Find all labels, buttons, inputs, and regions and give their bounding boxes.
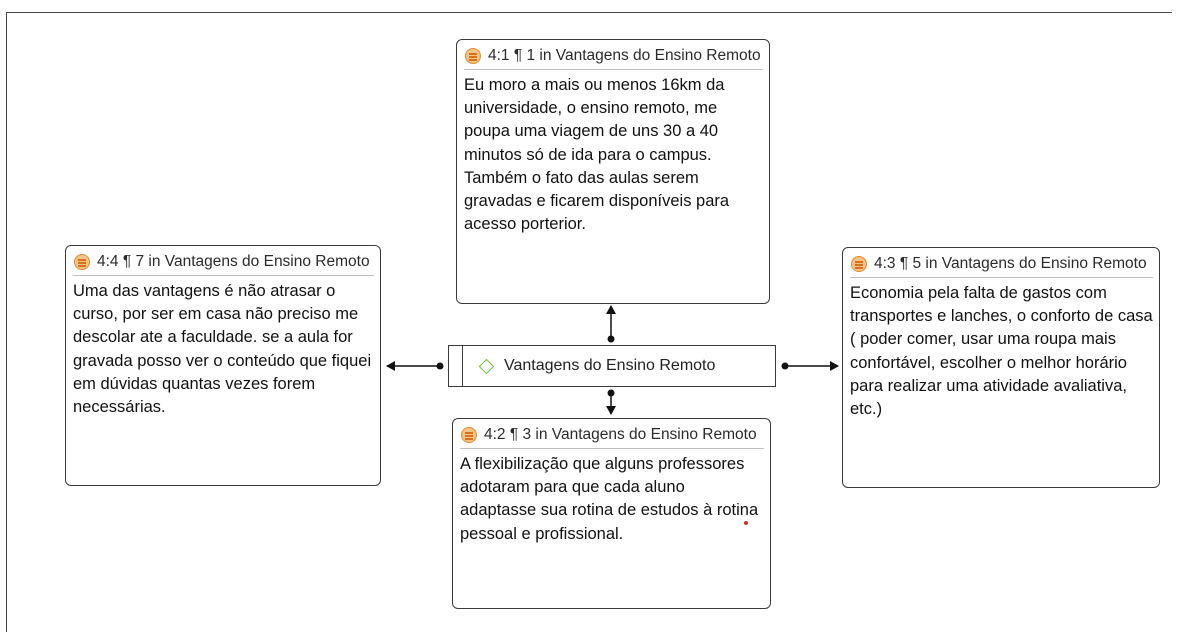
red-marker-dot [744, 521, 748, 525]
quotation-header: 4:1 ¶ 1 in Vantagens do Ensino Remoto [464, 46, 763, 70]
quotation-text: Economia pela falta de gastos com transp… [850, 284, 1153, 419]
code-node[interactable]: Vantagens do Ensino Remoto [448, 345, 776, 387]
link-to-left-origin [436, 362, 444, 370]
diamond-icon [478, 358, 495, 374]
code-node-handle [449, 346, 463, 386]
quotation-icon [851, 256, 867, 272]
quotation-text: Eu moro a mais ou menos 16km da universi… [464, 76, 730, 234]
quotation-card-bottom[interactable]: 4:2 ¶ 3 in Vantagens do Ensino Remoto A … [452, 418, 771, 609]
quotation-id: 4:3 ¶ 5 in Vantagens do Ensino Remoto [874, 255, 1147, 272]
quotation-id: 4:4 ¶ 7 in Vantagens do Ensino Remoto [97, 253, 370, 270]
quotation-header: 4:2 ¶ 3 in Vantagens do Ensino Remoto [460, 425, 764, 449]
code-label: Vantagens do Ensino Remoto [504, 357, 716, 374]
quotation-id: 4:1 ¶ 1 in Vantagens do Ensino Remoto [488, 47, 761, 64]
link-to-top-origin [607, 335, 615, 343]
quotation-icon [465, 48, 481, 64]
quotation-text: Uma das vantagens é não atrasar o curso,… [73, 282, 372, 417]
quotation-id: 4:2 ¶ 3 in Vantagens do Ensino Remoto [484, 426, 757, 443]
canvas-frame [6, 12, 1172, 632]
quotation-text: A flexibilização que alguns professores … [460, 455, 759, 543]
quotation-card-top[interactable]: 4:1 ¶ 1 in Vantagens do Ensino Remoto Eu… [456, 39, 770, 304]
quotation-icon [461, 427, 477, 443]
quotation-icon [74, 254, 90, 270]
link-to-bottom-origin [607, 389, 615, 397]
quotation-header: 4:3 ¶ 5 in Vantagens do Ensino Remoto [850, 254, 1153, 278]
quotation-card-left[interactable]: 4:4 ¶ 7 in Vantagens do Ensino Remoto Um… [65, 245, 381, 486]
quotation-card-right[interactable]: 4:3 ¶ 5 in Vantagens do Ensino Remoto Ec… [842, 247, 1160, 488]
quotation-header: 4:4 ¶ 7 in Vantagens do Ensino Remoto [73, 252, 374, 276]
link-to-right-origin [781, 362, 789, 370]
